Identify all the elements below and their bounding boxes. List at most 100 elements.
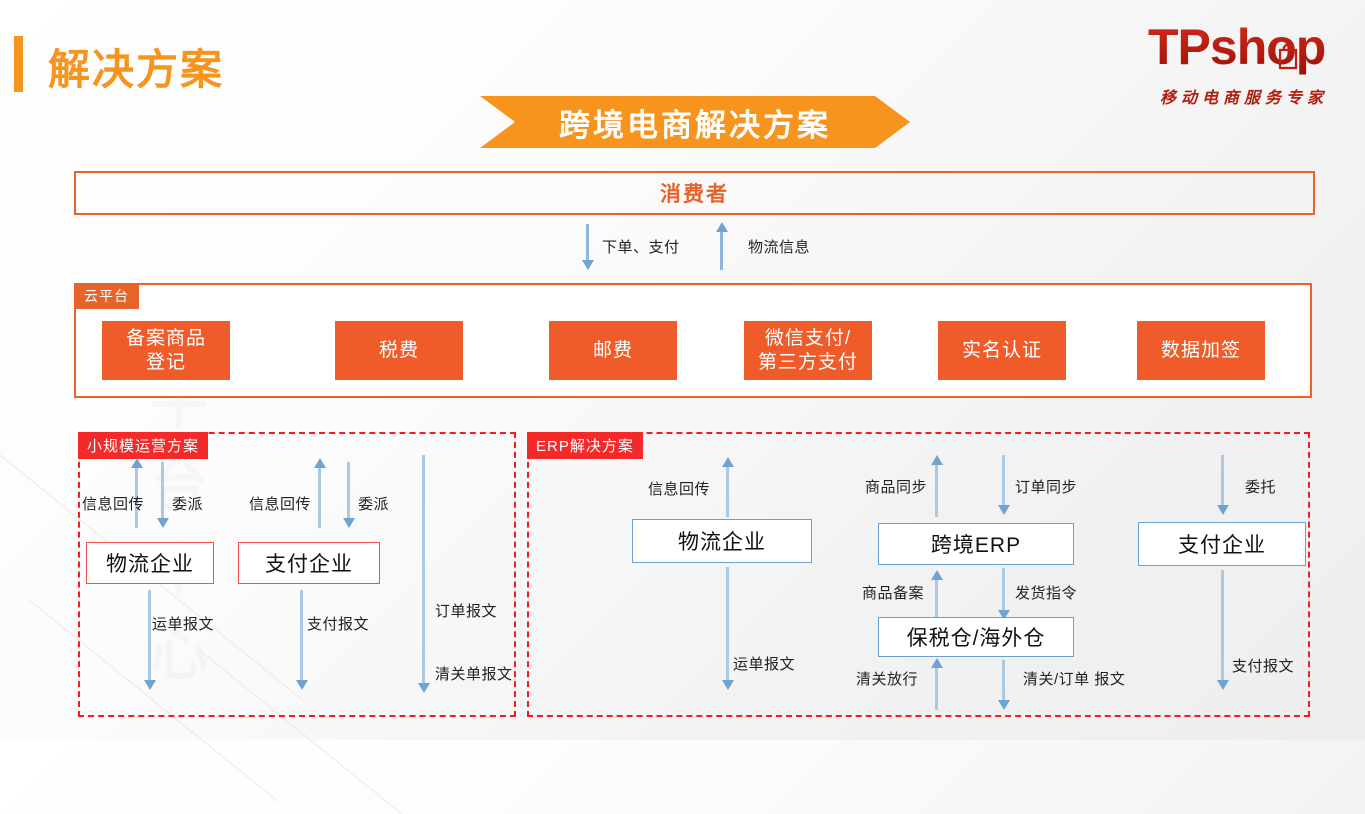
arrow-down-paymsg-small-head — [296, 680, 308, 690]
label-dispatch-2: 委派 — [358, 496, 390, 513]
logo-tagline: 移动电商服务专家 — [1160, 90, 1329, 107]
shopping-bag-icon — [1278, 43, 1298, 70]
label-ship-order: 发货指令 — [1015, 585, 1078, 602]
label-waybill-small: 运单报文 — [152, 616, 215, 633]
label-product-filing: 商品备案 — [862, 585, 925, 602]
arrow-down-customs-order-msg-head — [998, 700, 1010, 710]
cloud-box-realname-label: 实名认证 — [961, 339, 1042, 361]
panel-erp-tag: ERP解决方案 — [527, 432, 643, 459]
cloud-box-payment-line2: 第三方支付 — [757, 351, 858, 373]
arrow-up-product-sync — [935, 465, 938, 517]
box-logistics-enterprise-erp[interactable]: 物流企业 — [632, 519, 812, 563]
box-bonded-warehouse-label: 保税仓/海外仓 — [906, 627, 1046, 650]
box-logistics-enterprise-erp-label: 物流企业 — [678, 531, 766, 554]
arrow-down-customs-order-msg — [1002, 660, 1005, 700]
box-cross-border-erp[interactable]: 跨境ERP — [878, 523, 1074, 565]
cloud-box-tax[interactable]: 税费 — [335, 321, 463, 380]
label-customs-order-msg: 清关/订单 报文 — [1023, 671, 1126, 688]
cloud-platform-tag: 云平台 — [74, 283, 139, 309]
arrow-up-product-sync-head — [931, 455, 943, 465]
arrow-down-order-sync-head — [998, 505, 1010, 515]
arrow-up-logistics-head — [716, 222, 728, 232]
arrow-down-order-msg-head — [418, 683, 430, 693]
tpshop-logo: TPshop 移动电商服务专家 — [1148, 18, 1358, 110]
label-paymsg-erp: 支付报文 — [1232, 658, 1295, 675]
flow-label-order: 下单、支付 — [602, 239, 680, 256]
page-title: 解决方案 — [48, 46, 225, 93]
arrow-down-order — [586, 224, 589, 262]
arrow-down-entrust — [1221, 455, 1224, 505]
arrow-up-logistics — [720, 232, 723, 270]
box-logistics-enterprise-small[interactable]: 物流企业 — [86, 542, 214, 584]
cloud-box-postage[interactable]: 邮费 — [549, 321, 677, 380]
consumer-flow-arrows: 下单、支付 物流信息 — [560, 222, 880, 282]
arrow-up-product-filing-head — [931, 570, 943, 580]
solution-banner: 跨境电商解决方案 — [480, 96, 910, 148]
label-customs-release: 清关放行 — [856, 671, 919, 688]
label-paymsg-small: 支付报文 — [307, 616, 370, 633]
label-waybill-erp: 运单报文 — [733, 656, 796, 673]
label-product-sync: 商品同步 — [865, 479, 928, 496]
arrow-down-paymsg-erp — [1221, 570, 1224, 680]
arrow-up-info-erp — [726, 467, 729, 517]
label-info-return-1: 信息回传 — [82, 496, 145, 513]
arrow-up-customs-release-head — [931, 658, 943, 668]
arrow-down-ship-order-head — [998, 610, 1010, 620]
cloud-box-signature-label: 数据加签 — [1160, 339, 1241, 361]
arrow-down-dispatch-2-head — [343, 518, 355, 528]
label-dispatch-1: 委派 — [172, 496, 204, 513]
arrow-up-info-erp-head — [722, 457, 734, 467]
arrow-down-dispatch-1-head — [157, 518, 169, 528]
panel-erp — [527, 432, 1310, 717]
cloud-box-payment-line1: 微信支付/ — [764, 327, 852, 349]
arrow-down-paymsg-small — [300, 590, 303, 680]
label-entrust: 委托 — [1245, 479, 1277, 496]
arrow-down-paymsg-erp-head — [1217, 680, 1229, 690]
box-payment-enterprise-small-label: 支付企业 — [265, 553, 353, 576]
arrow-down-entrust-head — [1217, 505, 1229, 515]
box-cross-border-erp-label: 跨境ERP — [930, 534, 1022, 557]
cloud-box-tax-label: 税费 — [378, 339, 419, 361]
arrow-down-ship-order — [1002, 568, 1005, 610]
box-payment-enterprise-erp[interactable]: 支付企业 — [1138, 522, 1306, 566]
consumer-label: 消费者 — [660, 183, 729, 206]
arrow-up-info-2-head — [314, 458, 326, 468]
label-info-return-erp: 信息回传 — [648, 481, 711, 498]
cloud-box-filing-line1: 备案商品 — [125, 327, 206, 349]
slide-canvas: 平台中心 解决方案 TPshop 移动电商服务专家 跨境电商解决方案 消费者 下… — [0, 18, 1358, 814]
arrow-up-info-1-head — [131, 458, 143, 468]
title-accent-bar — [14, 36, 23, 92]
cloud-box-filing[interactable]: 备案商品 登记 — [102, 321, 230, 380]
label-info-return-2: 信息回传 — [249, 496, 312, 513]
arrow-down-waybill-erp — [726, 567, 729, 680]
box-payment-enterprise-erp-label: 支付企业 — [1178, 534, 1266, 557]
arrow-down-order-head — [582, 260, 594, 270]
cloud-box-postage-label: 邮费 — [592, 339, 633, 361]
box-logistics-enterprise-small-label: 物流企业 — [106, 553, 194, 576]
banner-shape — [480, 96, 910, 148]
arrow-down-waybill-erp-head — [722, 680, 734, 690]
arrow-down-order-sync — [1002, 455, 1005, 505]
cloud-box-payment[interactable]: 微信支付/ 第三方支付 — [744, 321, 872, 380]
cloud-box-filing-line2: 登记 — [145, 351, 186, 373]
arrow-down-order-msg — [422, 455, 425, 683]
cloud-box-signature[interactable]: 数据加签 — [1137, 321, 1265, 380]
label-order-msg: 订单报文 — [435, 603, 498, 620]
label-customs-msg: 清关单报文 — [435, 666, 513, 683]
arrow-down-waybill-small — [148, 590, 151, 680]
box-payment-enterprise-small[interactable]: 支付企业 — [238, 542, 380, 584]
banner-title: 跨境电商解决方案 — [559, 107, 831, 143]
arrow-up-product-filing — [935, 580, 938, 622]
arrow-up-info-1 — [135, 468, 138, 528]
arrow-down-dispatch-2 — [347, 462, 350, 518]
cloud-platform-panel — [74, 283, 1312, 398]
flow-label-logistics: 物流信息 — [748, 239, 811, 256]
panel-small-scale-tag: 小规模运营方案 — [78, 432, 209, 459]
arrow-down-dispatch-1 — [161, 462, 164, 518]
arrow-down-waybill-small-head — [144, 680, 156, 690]
label-order-sync: 订单同步 — [1015, 479, 1078, 496]
arrow-up-info-2 — [318, 468, 321, 528]
consumer-box: 消费者 — [74, 171, 1315, 215]
cloud-box-realname[interactable]: 实名认证 — [938, 321, 1066, 380]
box-bonded-warehouse[interactable]: 保税仓/海外仓 — [878, 617, 1074, 657]
